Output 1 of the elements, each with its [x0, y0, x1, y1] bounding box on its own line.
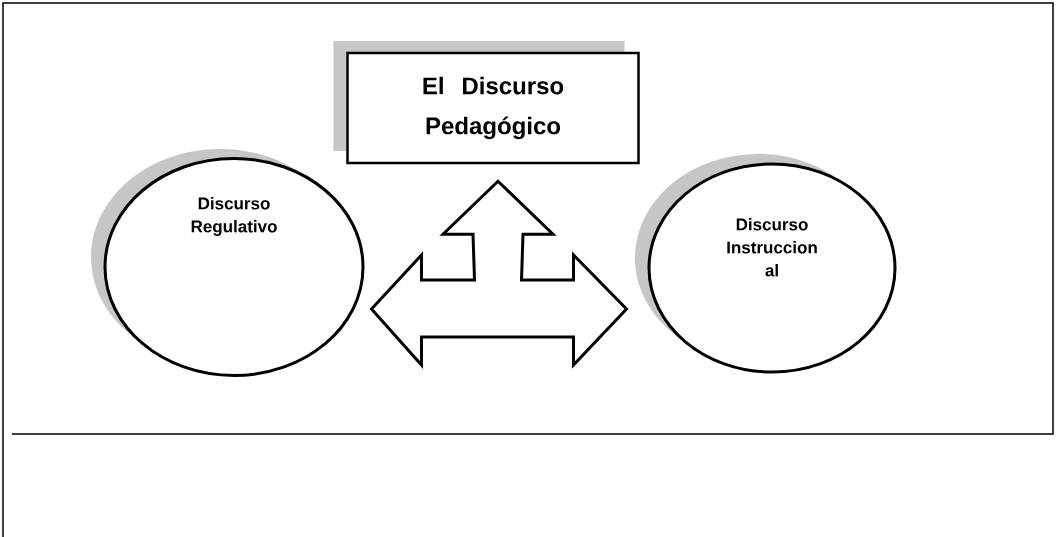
- title-box: El Discurso Pedagógico: [333, 41, 640, 165]
